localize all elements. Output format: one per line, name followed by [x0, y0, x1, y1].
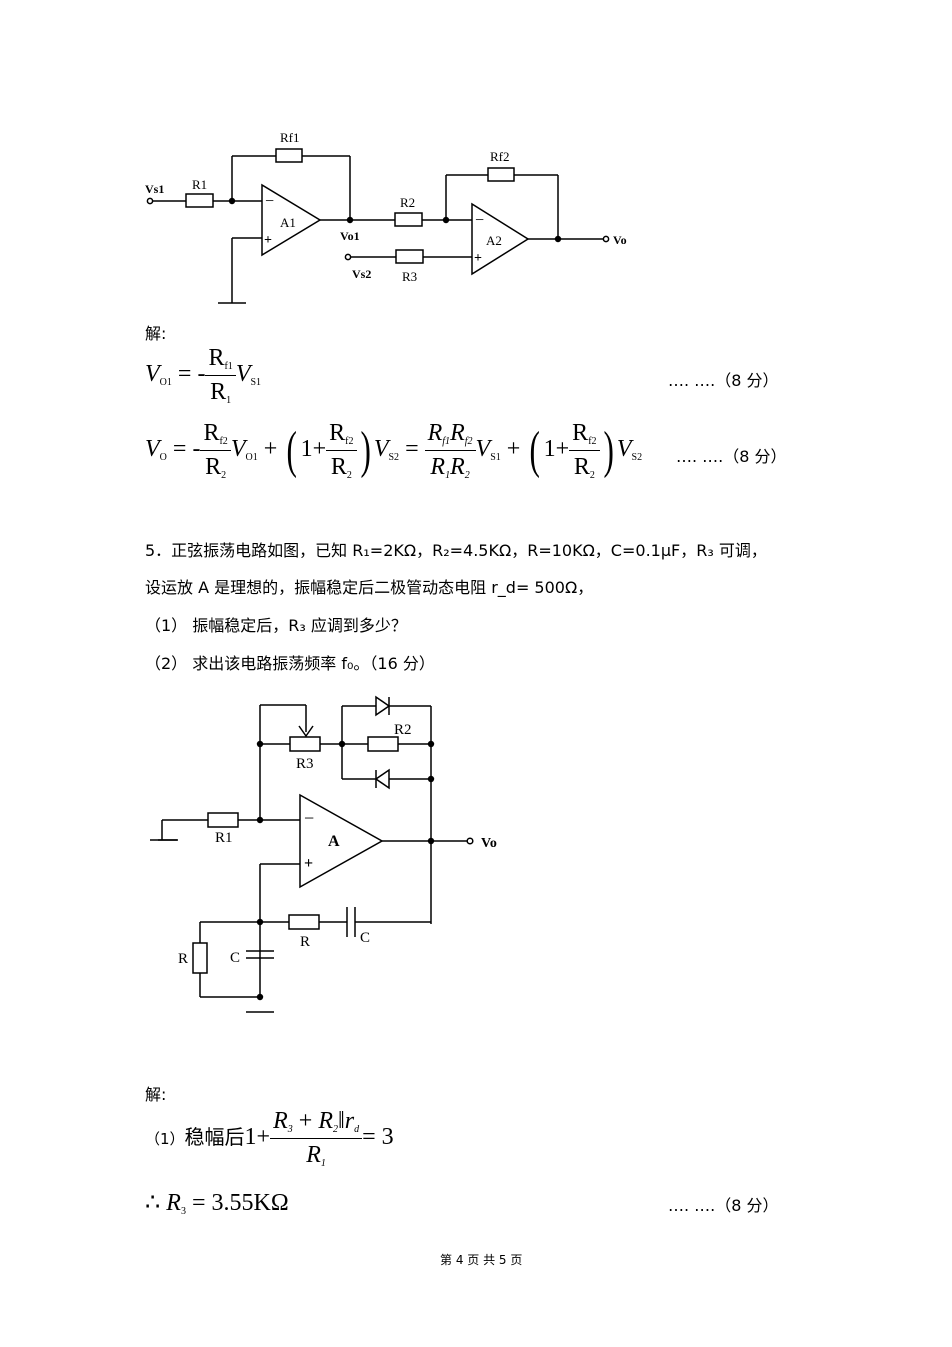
problem5-question1: （1） 振幅稳定后，R₃ 应调到多少？ [145, 616, 407, 635]
score-r3: …. ….（8 分） [668, 1196, 779, 1215]
label-plus-a2: + [474, 251, 482, 266]
label-plus-a1: + [264, 233, 272, 248]
solution2-heading: 解: [145, 1085, 167, 1104]
label-vo: Vo [613, 233, 627, 247]
label-a: A [328, 833, 340, 850]
label-vo: Vo [481, 836, 497, 851]
label-r: R [300, 934, 310, 950]
circuit-diagram-1: Rf1 R1 Vs1 − + A1 Vo1 R2 Rf2 − + A2 Vo V… [145, 130, 627, 304]
score-eq1: …. ….（8 分） [668, 371, 779, 390]
label-r3: R3 [402, 269, 417, 284]
label-r1: R1 [215, 830, 233, 846]
label-rf1: Rf1 [280, 130, 300, 145]
label-a2: A2 [486, 233, 502, 248]
problem5-question2: （2） 求出该电路振荡频率 f₀。（16 分） [145, 654, 435, 673]
problem5-line1: 5．正弦振荡电路如图，已知 R₁=2KΩ，R₂=4.5KΩ，R=10KΩ，C=0… [145, 541, 767, 560]
label-c-left: C [230, 950, 240, 966]
label-plus: + [304, 855, 313, 872]
label-vs2: Vs2 [352, 267, 371, 281]
page-number: 第 4 页 共 5 页 [440, 1253, 523, 1267]
problem5-line2: 设运放 A 是理想的，振幅稳定后二极管动态电阻 r_d= 500Ω， [145, 578, 594, 597]
label-r2: R2 [394, 722, 412, 738]
label-rf2: Rf2 [490, 149, 510, 164]
label-a1: A1 [280, 215, 296, 230]
label-minus: − [304, 808, 314, 828]
score-eq2: …. ….（8 分） [676, 447, 787, 466]
label-r1: R1 [192, 177, 207, 192]
label-r-left: R [178, 951, 188, 967]
circuit-diagram-2: R2 R3 R1 − + A Vo R C R C [150, 695, 497, 1013]
label-c: C [360, 930, 370, 946]
label-vo1: Vo1 [340, 229, 360, 243]
label-vs1: Vs1 [145, 182, 164, 196]
label-minus-a2: − [475, 212, 484, 229]
label-r3: R3 [296, 756, 314, 772]
label-minus-a1: − [265, 193, 274, 210]
equation-r3-result: ∴ R3 = 3.55KΩ [145, 1190, 289, 1217]
solution1-heading: 解: [145, 324, 167, 343]
label-r2: R2 [400, 195, 415, 210]
